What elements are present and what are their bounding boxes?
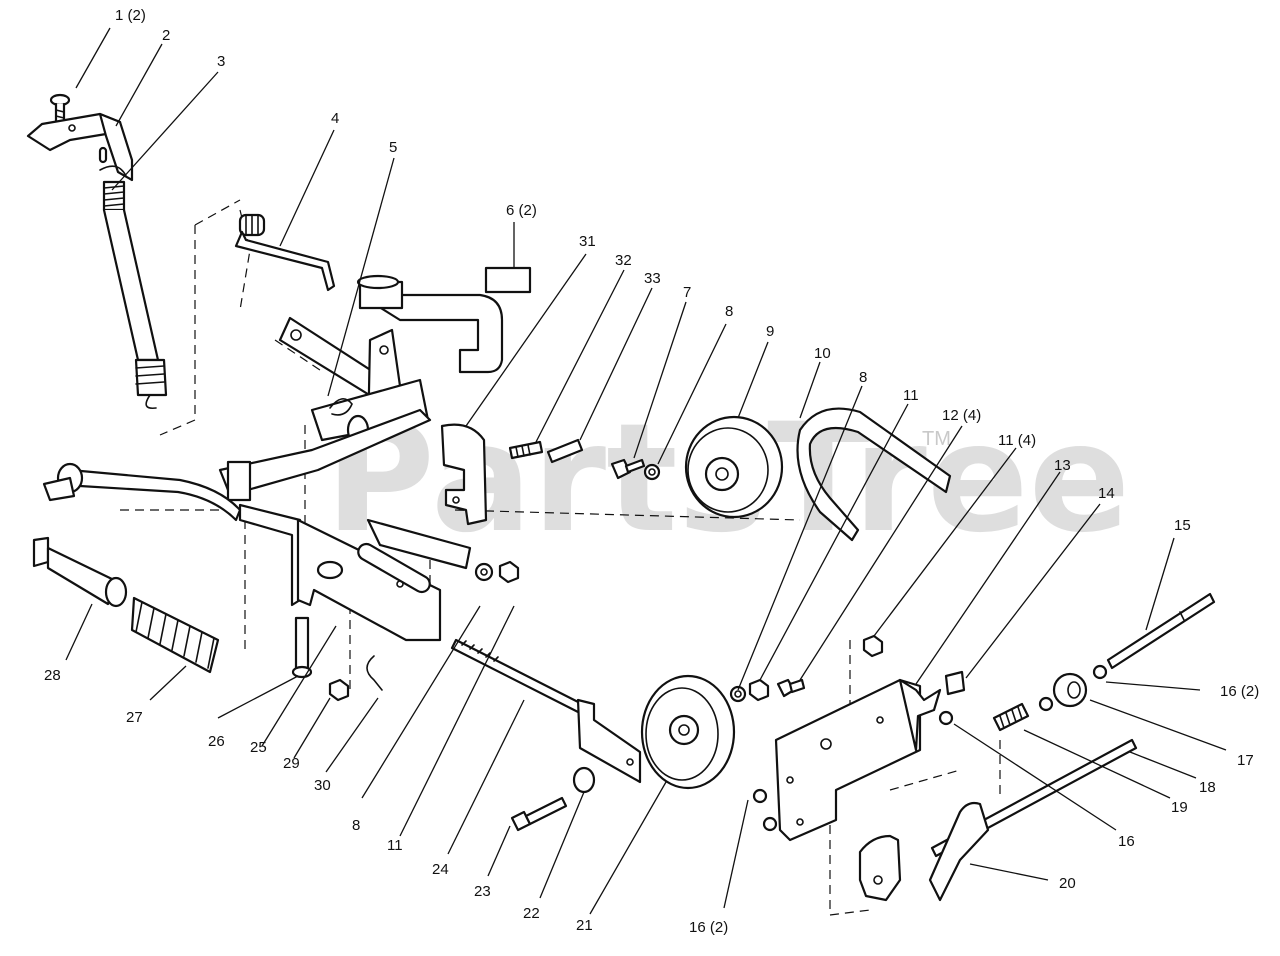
- callout-31: 31: [579, 233, 596, 250]
- part-6-decal: [484, 266, 532, 294]
- callout-1: 1 (2): [115, 7, 146, 24]
- part-28-pin: [32, 536, 128, 608]
- part-20-lever: [858, 801, 990, 902]
- callout-15: 15: [1174, 517, 1191, 534]
- callout-17: 17: [1237, 752, 1254, 769]
- callout-13: 13: [1054, 457, 1071, 474]
- callout-4: 4: [331, 110, 339, 127]
- callout-3: 3: [217, 53, 225, 70]
- part-16-clip-upper: [1092, 664, 1108, 680]
- part-33-pin: [546, 438, 584, 464]
- callout-9: 9: [766, 323, 774, 340]
- part-3-spring: [99, 165, 168, 410]
- callout-19: 19: [1171, 799, 1188, 816]
- part-16-clip-mid: [1038, 696, 1054, 712]
- callout-6: 6 (2): [506, 202, 537, 219]
- callout-26: 26: [208, 733, 225, 750]
- part-handle-left: [42, 462, 242, 522]
- callout-27: 27: [126, 709, 143, 726]
- callout-16-right: 16 (2): [1220, 683, 1259, 700]
- part-24-rod: [450, 638, 642, 784]
- callout-25: 25: [250, 739, 267, 756]
- leader-lines: [65, 27, 1227, 915]
- callout-29: 29: [283, 755, 300, 772]
- part-26-pin: [291, 616, 313, 679]
- part-2-bracket: [26, 112, 134, 182]
- part-15-shaft: [1106, 592, 1216, 670]
- callout-7: 7: [683, 284, 691, 301]
- part-9-pulley: [684, 415, 784, 519]
- part-12-bolt: [776, 678, 806, 698]
- callout-5: 5: [389, 139, 397, 156]
- part-11-nut-upper: [862, 634, 884, 658]
- callout-21: 21: [576, 917, 593, 934]
- watermark-trademark: TM: [922, 428, 951, 450]
- part-29-nut: [328, 678, 350, 702]
- callout-11-bottom: 11: [387, 837, 403, 854]
- callout-24: 24: [432, 861, 449, 878]
- part-30-cotter: [366, 655, 383, 691]
- part-32-bolt: [508, 440, 544, 460]
- callout-labels: 1 (2) 2 3 4 5 6 (2) 31 32 33 7 8 9 10 8 …: [44, 7, 1259, 936]
- part-washer-nut-pair: [474, 560, 520, 584]
- part-31-plate: [440, 423, 488, 526]
- callout-32: 32: [615, 252, 632, 269]
- callout-16-bottom: 16 (2): [689, 919, 728, 936]
- callout-10: 10: [814, 345, 831, 362]
- part-8-washer-upper: [643, 463, 661, 481]
- callout-33: 33: [644, 270, 661, 287]
- callout-8-bottom: 8: [352, 817, 360, 834]
- part-11-nut-lower: [748, 678, 770, 702]
- part-27-spring: [130, 596, 220, 674]
- part-4-rod: [234, 213, 336, 292]
- callout-16-mid: 16: [1118, 833, 1135, 850]
- part-8-washer-lower: [729, 685, 747, 703]
- part-10-belt: [796, 407, 952, 542]
- part-7-bolt: [610, 458, 646, 480]
- callout-18: 18: [1199, 779, 1216, 796]
- callout-22: 22: [523, 905, 540, 922]
- part-21-pulley: [640, 674, 736, 790]
- part-13-bushing: [944, 670, 966, 696]
- part-5-pin: [329, 398, 353, 416]
- part-14-washer: [938, 710, 954, 726]
- callout-2: 2: [162, 27, 170, 44]
- part-23-bolt: [510, 796, 568, 832]
- callout-14: 14: [1098, 485, 1115, 502]
- callout-28: 28: [44, 667, 61, 684]
- callout-8-top: 8: [725, 303, 733, 320]
- part-frame: [218, 408, 472, 642]
- part-right-bracket: [774, 678, 942, 842]
- callout-11-4: 11 (4): [998, 432, 1036, 449]
- callout-20: 20: [1059, 875, 1076, 892]
- part-16-clips-lower: [752, 788, 778, 832]
- callout-12: 12 (4): [942, 407, 981, 424]
- callout-8-mid: 8: [859, 369, 867, 386]
- callout-23: 23: [474, 883, 491, 900]
- part-19-spring: [992, 702, 1030, 732]
- callout-11-mid: 11: [903, 387, 919, 404]
- part-22-spacer: [572, 766, 596, 794]
- part-17-roller: [1052, 672, 1088, 708]
- callout-30: 30: [314, 777, 331, 794]
